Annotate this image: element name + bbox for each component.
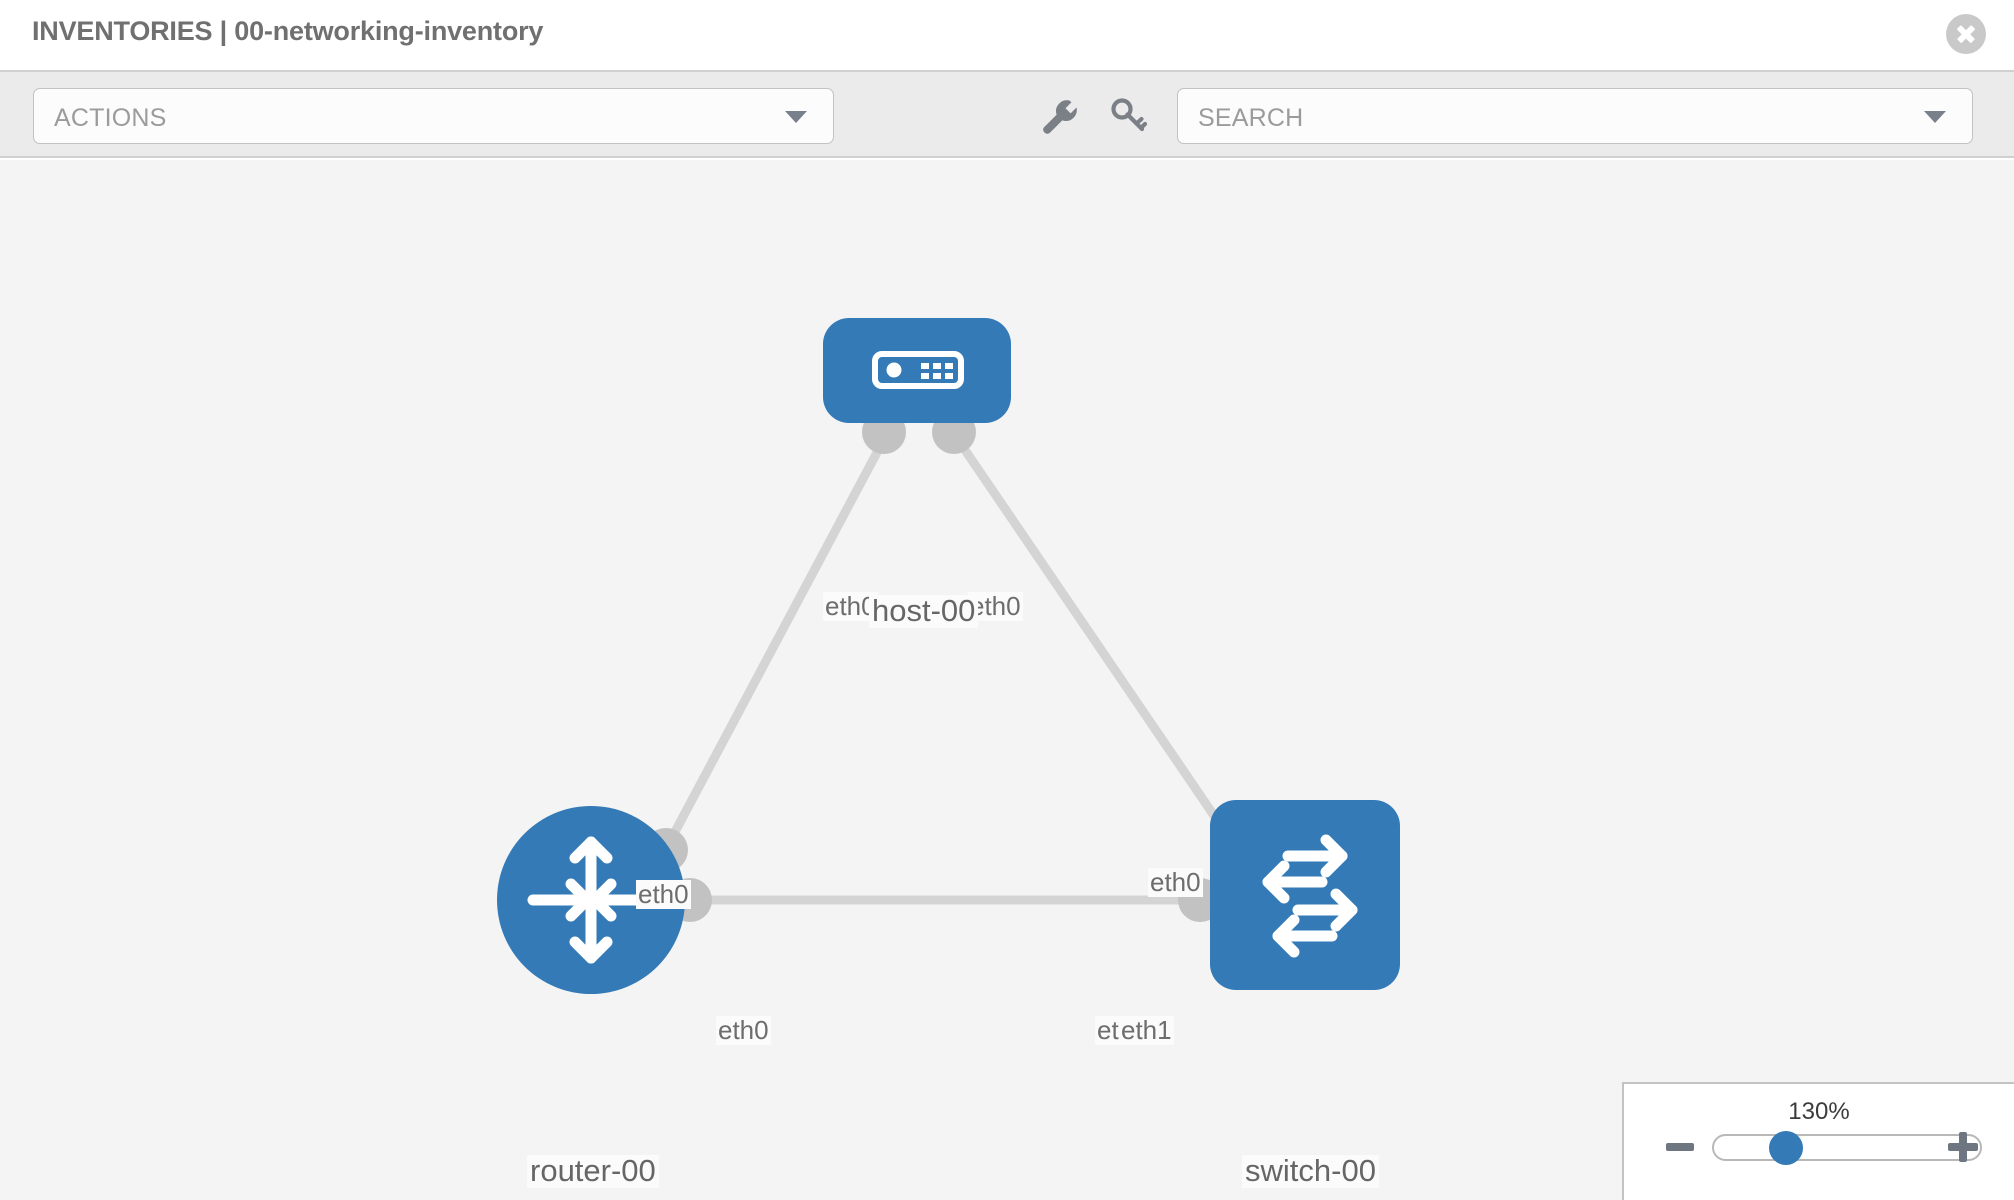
wrench-icon[interactable] xyxy=(1037,94,1081,138)
close-icon[interactable] xyxy=(1946,14,1986,54)
page-header: INVENTORIES | 00-networking-inventory xyxy=(0,0,2014,70)
zoom-slider-thumb[interactable] xyxy=(1769,1131,1803,1165)
actions-dropdown-label: ACTIONS xyxy=(54,104,167,132)
zoom-control-panel: 130% xyxy=(1622,1082,2014,1200)
topology-links xyxy=(644,410,1254,922)
page-title: INVENTORIES | 00-networking-inventory xyxy=(32,16,544,46)
zoom-slider-track[interactable] xyxy=(1712,1134,1982,1161)
toolbar: ACTIONS SEARCH xyxy=(0,70,2014,158)
actions-dropdown[interactable]: ACTIONS xyxy=(33,88,834,144)
edge-label-host-router-eth0: eth0 xyxy=(823,591,878,621)
search-placeholder: SEARCH xyxy=(1198,104,1304,132)
zoom-in-button[interactable] xyxy=(1948,1132,1978,1162)
node-label-switch-00: switch-00 xyxy=(1242,1154,1379,1188)
node-switch-00[interactable] xyxy=(1210,800,1400,990)
chevron-down-icon xyxy=(1924,111,1946,123)
topology-canvas[interactable]: eth0 eth0 eth0 eth0 eth0 eth eth1 host-0… xyxy=(0,160,2014,1200)
key-icon[interactable] xyxy=(1106,94,1150,138)
zoom-percent-label: 130% xyxy=(1788,1098,1850,1125)
edge-label-router-switch-eth0: eth0 xyxy=(716,1015,771,1045)
zoom-out-button[interactable] xyxy=(1666,1143,1694,1151)
node-host-00[interactable] xyxy=(823,318,1011,423)
search-input[interactable]: SEARCH xyxy=(1177,88,1973,144)
node-label-router-00: router-00 xyxy=(527,1154,659,1188)
edge-label-switch-router-eth1: eth1 xyxy=(1119,1015,1174,1045)
edge-label-switch-host-eth0: eth0 xyxy=(1148,867,1203,897)
edge-label-router-host-eth0: eth0 xyxy=(636,879,691,909)
chevron-down-icon xyxy=(785,111,807,123)
node-label-host-00: host-00 xyxy=(869,594,979,628)
